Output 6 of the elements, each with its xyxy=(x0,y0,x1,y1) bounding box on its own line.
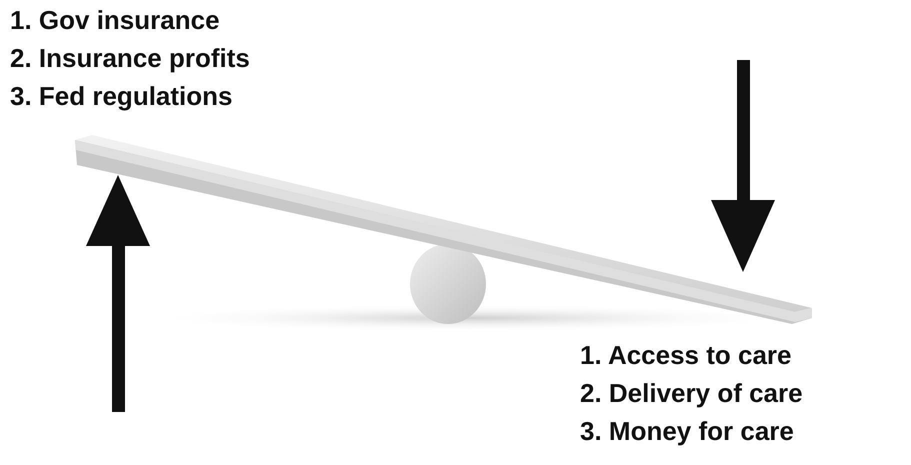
list-item: 1. Gov insurance xyxy=(10,5,220,35)
list-item: 2. Delivery of care xyxy=(580,378,803,408)
list-item: 3. Fed regulations xyxy=(10,81,232,111)
list-item: 2. Insurance profits xyxy=(10,43,250,73)
list-item: 1. Access to care xyxy=(580,340,792,370)
list-item: 3. Money for care xyxy=(580,416,794,446)
